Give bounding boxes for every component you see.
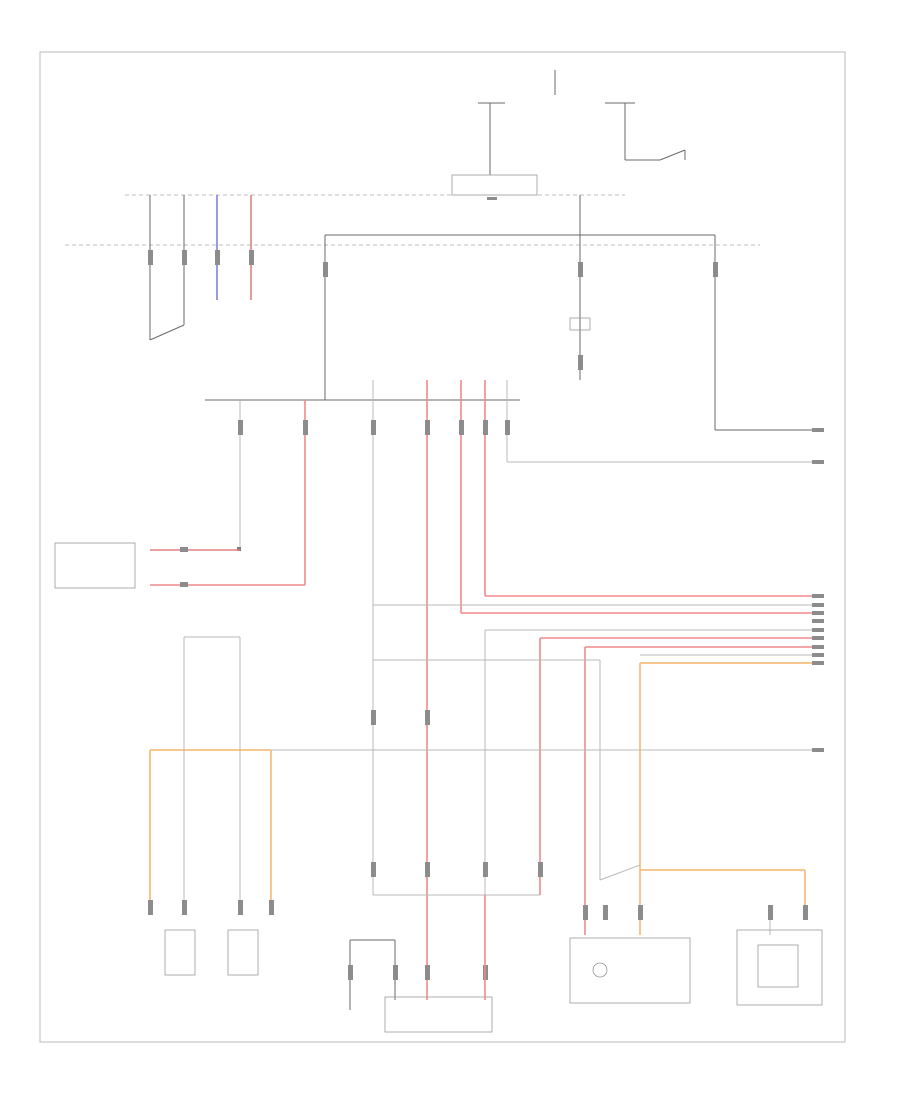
bottom-switches [348,895,493,1033]
diagram-border [39,51,846,1043]
main-trunk [323,195,815,431]
bottom-right-components [569,864,823,1006]
right-output-bus [373,428,824,935]
ground-bus [148,636,824,915]
ac-heater-control-bus [371,710,543,896]
top-relay-section [65,70,760,246]
junction-bus [150,380,815,1000]
fuse-stubs [148,195,254,341]
ac-pressure-sensor [54,542,188,589]
seat-heaters [164,929,259,976]
